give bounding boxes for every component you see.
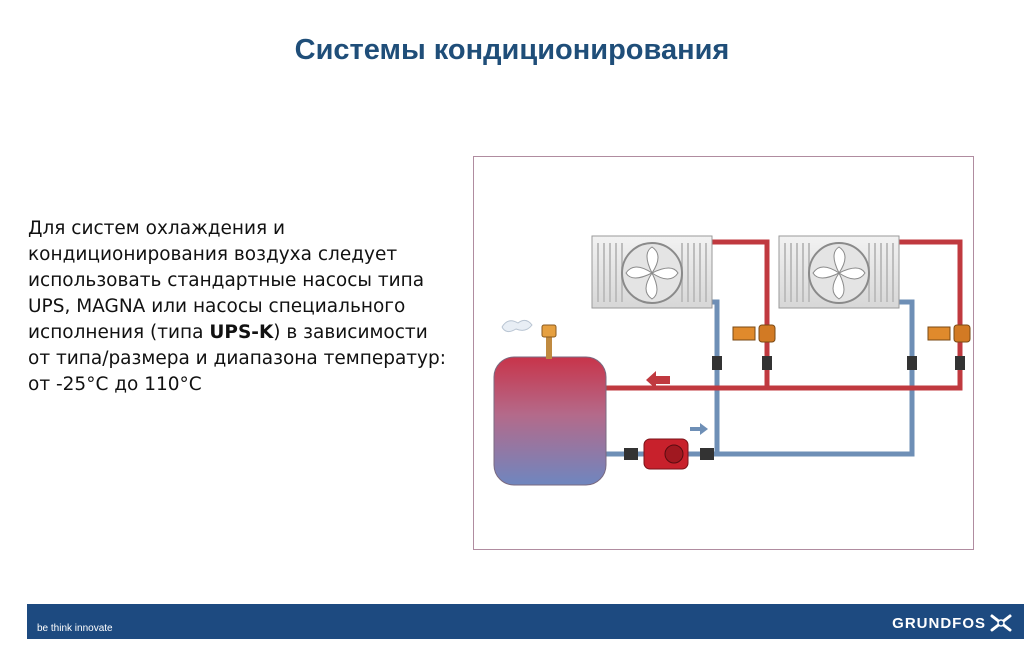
hot-main-pipe [602,239,963,391]
footer-tagline: be think innovate [37,623,113,634]
valve-group-1 [712,324,776,370]
slide-title: Системы кондиционирования [294,34,730,66]
description-part-2: ) в зависимости от типа/размера и диапаз… [28,322,446,395]
valve-group-2 [907,324,971,370]
return-flow-arrow [646,371,670,389]
logo-x-icon [990,614,1012,632]
storage-tank [493,319,607,486]
footer-bar: be think innovate GRUNDFOS [27,604,1024,639]
fan-coil-unit-1 [591,235,713,309]
steam-puff [501,319,533,333]
supply-flow-arrow [690,423,708,435]
fan-coil-unit-2 [778,235,900,309]
logo-wordmark: GRUNDFOS [892,614,986,632]
cold-riser-2 [899,299,915,317]
cold-branch-1 [704,299,720,454]
diagram-canvas [493,235,971,486]
description-model-highlight: UPS-K [209,322,274,343]
description-part-1: Для систем охлаждения и кондиционировани… [28,218,425,343]
grundfos-logo: GRUNDFOS [892,614,1012,632]
cooling-system-diagram [473,156,974,550]
description-text: Для систем охлаждения и кондиционировани… [28,216,448,398]
circulation-pump [624,438,714,470]
